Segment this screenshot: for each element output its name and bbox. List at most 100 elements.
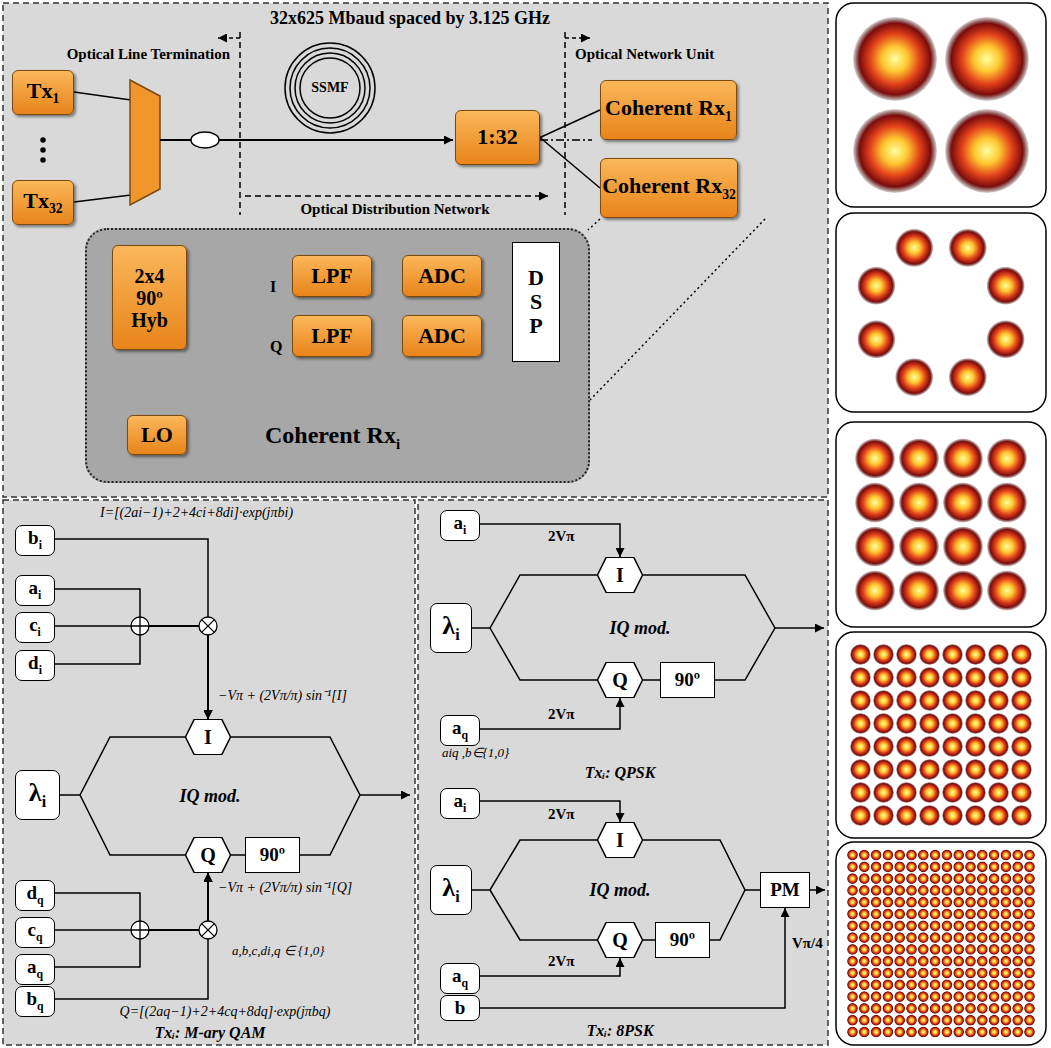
drawn-frame	[836, 842, 1046, 1045]
drawn-dot	[882, 897, 893, 908]
drawn-dot	[918, 885, 929, 896]
drawn-dot	[882, 944, 893, 955]
drawn-dot	[896, 690, 917, 711]
drawn-dot	[896, 759, 917, 780]
drawn-dot	[1000, 944, 1011, 955]
node-text: a	[452, 717, 462, 738]
drawn-dot	[295, 53, 365, 123]
drawn-dot	[989, 849, 1000, 860]
drawn-dot	[894, 908, 905, 919]
text-group: 1:32	[477, 125, 517, 149]
annotation-label: I	[270, 278, 286, 296]
drawn-dot	[850, 713, 871, 734]
modulator-arm-hexagon: Q	[597, 922, 643, 958]
drawn-dot	[859, 873, 870, 884]
subscript-text: i	[39, 664, 42, 677]
drawn-dot	[977, 967, 988, 978]
text-group: LPF	[311, 264, 353, 288]
drawn-dot	[1024, 885, 1035, 896]
drawn-dot	[131, 617, 149, 635]
node-text: a	[454, 512, 464, 533]
drawn-dot	[853, 109, 937, 193]
annotation-label: −Vπ + (2Vπ/π) sin⁻¹[Q]	[218, 880, 413, 896]
drawn-dot	[1012, 932, 1023, 943]
drawn-stroke	[131, 921, 149, 939]
drawn-frame	[836, 422, 1046, 627]
drawn-dot	[882, 1003, 893, 1014]
drawn-dot	[1024, 991, 1035, 1002]
network-drawing	[41, 32, 765, 400]
drawn-dot	[942, 690, 963, 711]
drawn-dot	[1000, 920, 1011, 931]
drawn-dot	[988, 644, 1009, 665]
drawn-dot	[919, 690, 940, 711]
drawn-dot	[945, 109, 1029, 193]
drawn-dot	[949, 229, 987, 267]
drawn-dot	[989, 991, 1000, 1002]
drawn-dot	[941, 1015, 952, 1026]
node-text: Q	[612, 669, 628, 691]
drawn-dot	[965, 1015, 976, 1026]
drawn-dot	[873, 782, 894, 803]
drawn-dot	[906, 944, 917, 955]
drawn-dot	[871, 991, 882, 1002]
drawn-dot	[989, 861, 1000, 872]
drawn-dot	[965, 991, 976, 1002]
node-text: λ	[442, 611, 455, 640]
drawn-dot	[873, 805, 894, 826]
drawn-dot	[989, 956, 1000, 967]
drawn-dot	[859, 979, 870, 990]
laser-source-box: λi	[430, 865, 472, 915]
drawn-dot	[941, 944, 952, 955]
subscript-text: q	[37, 1000, 44, 1013]
drawn-dot	[953, 873, 964, 884]
drawn-dot	[847, 967, 858, 978]
receiver-box: Coherent Rx32	[600, 158, 738, 218]
drawn-dot	[953, 1015, 964, 1026]
multiply-junction	[199, 617, 217, 635]
drawn-dot	[896, 644, 917, 665]
drawn-dot	[1012, 967, 1023, 978]
drawn-dot	[859, 908, 870, 919]
drawn-dot	[930, 967, 941, 978]
node-text: LO	[141, 422, 173, 447]
text-group: λi	[29, 779, 46, 811]
annotation-label: −Vπ + (2Vπ/π) sin⁻¹[I]	[218, 688, 413, 704]
node-text: Tx	[23, 188, 49, 213]
drawn-dot	[918, 932, 929, 943]
drawn-dot	[895, 358, 933, 396]
drawn-dot	[906, 1003, 917, 1014]
drawn-dot	[1011, 782, 1032, 803]
subscript-text: q	[36, 968, 43, 981]
drawn-dot	[953, 920, 964, 931]
drawn-dot	[943, 527, 983, 567]
node-text: a	[27, 956, 37, 977]
text-group: I	[616, 564, 624, 586]
bit-input-box: ai	[440, 510, 480, 541]
drawn-dot	[965, 782, 986, 803]
drawn-dot	[989, 1026, 1000, 1037]
text-group: ADC	[418, 264, 466, 288]
drawn-dot	[1000, 991, 1011, 1002]
text-group: ai	[454, 791, 467, 816]
drawn-dot	[1011, 759, 1032, 780]
drawn-dot	[941, 897, 952, 908]
drawn-dot	[285, 43, 375, 133]
drawn-dot	[1024, 1026, 1035, 1037]
drawn-dot	[977, 991, 988, 1002]
optical-hybrid-box: 2x4 90º Hyb	[112, 245, 187, 350]
drawn-stroke	[131, 617, 149, 635]
drawn-dot	[953, 967, 964, 978]
drawn-dot	[906, 1015, 917, 1026]
drawn-dot	[882, 979, 893, 990]
signal-connector	[55, 626, 208, 719]
drawn-dot	[965, 805, 986, 826]
multiply-junction	[199, 921, 217, 939]
drawn-dot	[989, 920, 1000, 931]
drawn-dot	[894, 944, 905, 955]
drawn-dot	[930, 932, 941, 943]
drawn-frame	[3, 500, 415, 1045]
node-text: Coherent Rx	[605, 95, 725, 120]
drawn-dot	[1000, 908, 1011, 919]
drawn-dot	[850, 805, 871, 826]
